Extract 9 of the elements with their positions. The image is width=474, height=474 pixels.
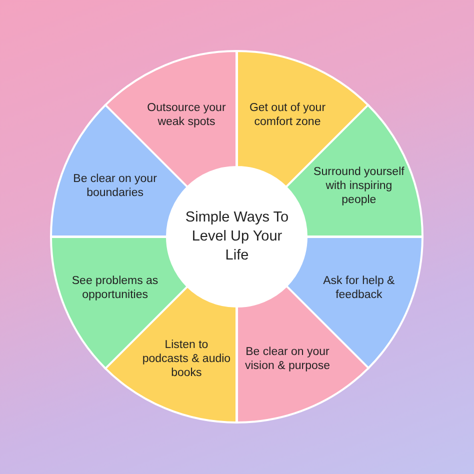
segment-label: Ask for help & feedback [322, 274, 396, 302]
segment-label: Get out of your comfort zone [248, 101, 327, 130]
segment-label: Outsource your weak spots [146, 101, 227, 130]
segment-label: Be clear on your vision & purpose [244, 344, 332, 373]
segment-label: Surround yourself with inspiring people [312, 165, 405, 208]
segment-label: Listen to podcasts & audio books [141, 338, 232, 380]
hub-title: Simple Ways To Level Up Your Life [185, 208, 289, 266]
segment-label: See problems as opportunities [70, 274, 160, 302]
segment-label: Be clear on your boundaries [72, 172, 158, 200]
